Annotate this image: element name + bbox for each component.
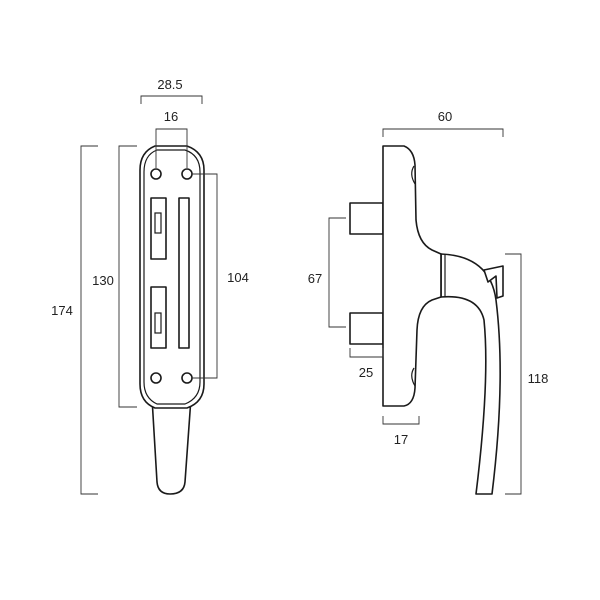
guide-rail — [178, 197, 190, 349]
dim-line-handle-height — [505, 253, 522, 495]
front-view — [139, 145, 205, 495]
dim-line-overall-height — [80, 145, 98, 495]
dim-line-spindle-length — [349, 348, 384, 358]
front-dimensions: 28.5 16 130 104 174 — [51, 77, 249, 495]
lock-slot-lower — [150, 286, 167, 349]
side-dimensions: 60 67 25 17 118 — [308, 109, 549, 495]
dim-line-spindle-spacing — [328, 217, 346, 328]
dim-label-plate-height: 130 — [92, 273, 114, 288]
front-base-plate — [139, 145, 205, 409]
dim-label-hole-spacing: 16 — [164, 109, 178, 124]
dim-line-overall-depth — [382, 128, 504, 137]
dim-label-overall-height: 174 — [51, 303, 73, 318]
mounting-hole-top-right — [181, 168, 193, 180]
front-plate-inner-outline — [143, 149, 201, 405]
dim-label-spindle-length: 25 — [359, 365, 373, 380]
mounting-hole-bottom-left — [150, 372, 162, 384]
spindle-upper — [349, 202, 384, 235]
front-handle-lever — [151, 397, 192, 495]
mounting-hole-bottom-right — [181, 372, 193, 384]
side-base-body — [382, 145, 442, 407]
mounting-hole-top-left — [150, 168, 162, 180]
spindle-lower — [349, 312, 384, 345]
dim-line-plate-height — [118, 145, 137, 408]
dim-label-hole-pitch: 104 — [227, 270, 249, 285]
dim-label-plate-thickness: 17 — [394, 432, 408, 447]
dim-label-spindle-spacing: 67 — [308, 271, 322, 286]
dim-label-handle-height: 118 — [528, 371, 549, 386]
lock-slot-upper — [150, 197, 167, 260]
dim-line-plate-width — [140, 95, 203, 104]
dim-line-hole-spacing — [155, 128, 188, 168]
lock-slot-upper-inner — [154, 212, 162, 234]
lock-slot-lower-inner — [154, 312, 162, 334]
side-view — [349, 145, 504, 495]
side-body-bump-lower — [411, 367, 416, 387]
dim-label-overall-depth: 60 — [438, 109, 452, 124]
side-handle-catch — [483, 265, 504, 299]
side-handle-grip — [440, 253, 501, 495]
dim-line-plate-thickness — [382, 416, 420, 425]
dim-label-plate-width: 28.5 — [157, 77, 182, 92]
dim-line-hole-pitch — [192, 173, 218, 379]
side-body-bump-upper — [411, 165, 416, 185]
